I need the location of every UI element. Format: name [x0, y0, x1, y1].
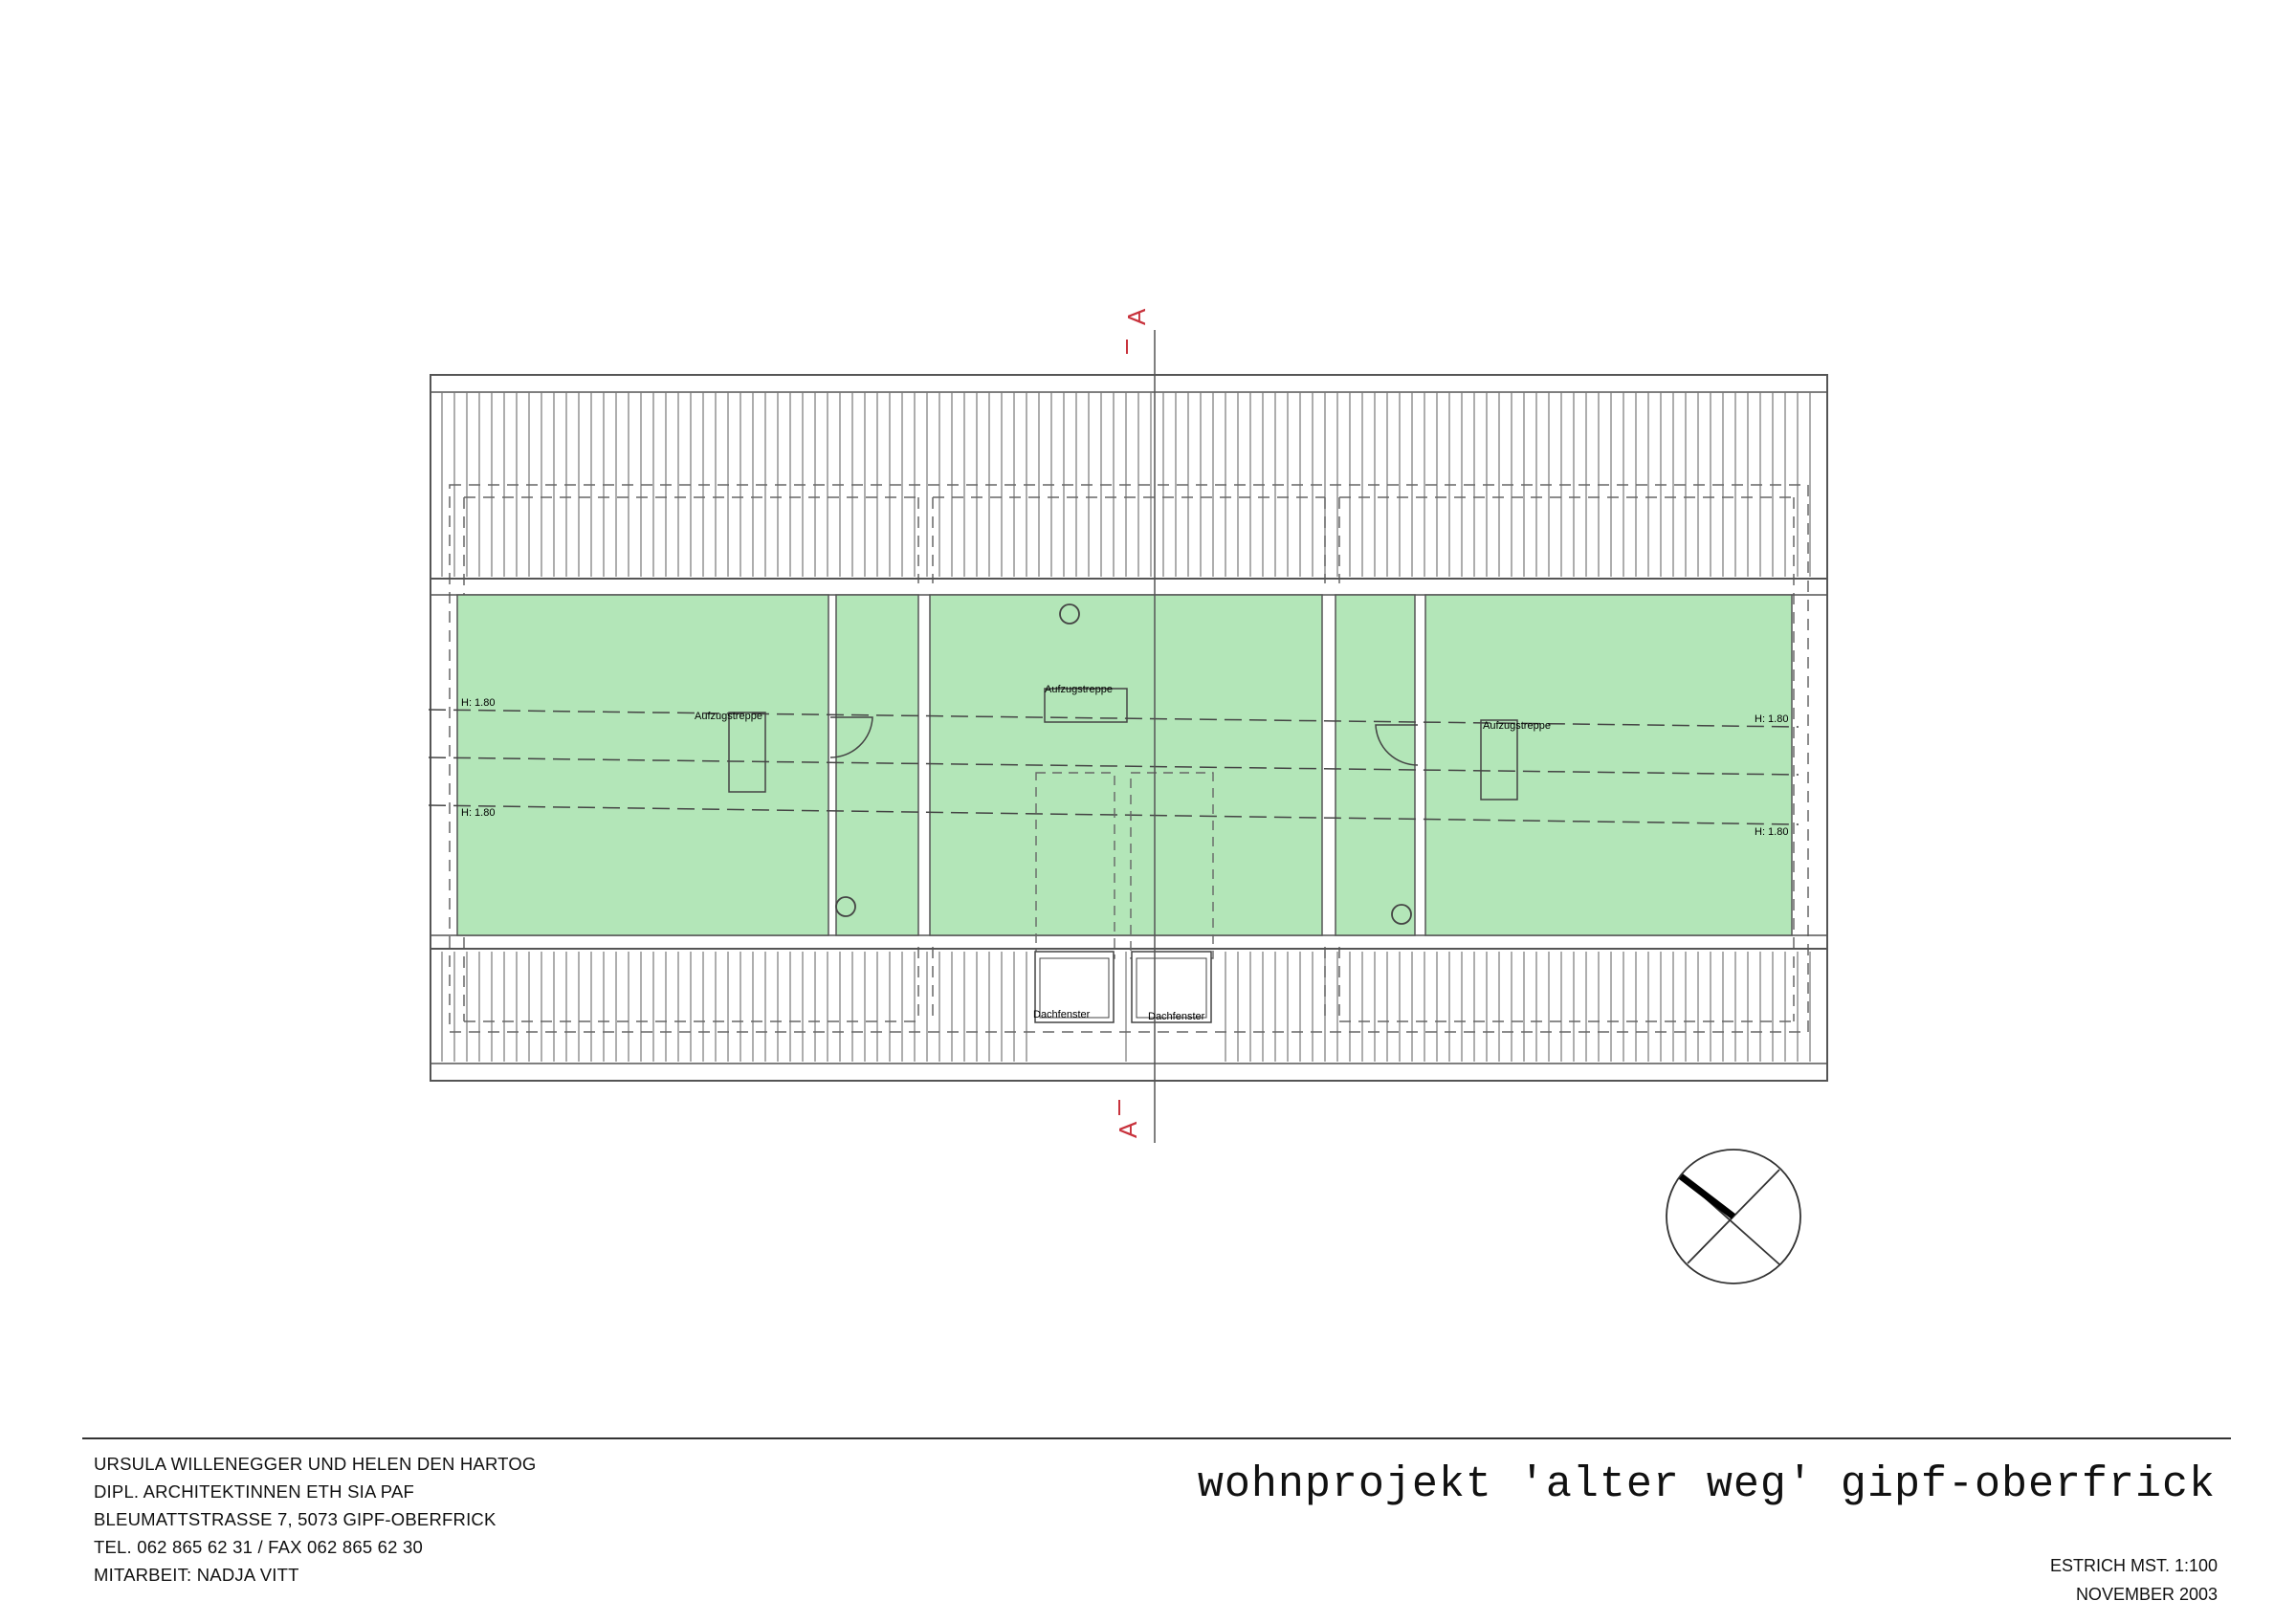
attic-floor-area [1335, 594, 1416, 936]
roof-window-label: Dachfenster [1148, 1011, 1205, 1022]
roof-window-label: Dachfenster [1033, 1009, 1091, 1020]
chimney-circle [835, 896, 856, 917]
attic-floor-area [929, 594, 1323, 936]
chimney-circle [1059, 603, 1080, 625]
door-swings [829, 716, 1419, 766]
height-label: H: 1.80 [461, 697, 495, 709]
sheet-info: ESTRICH MST. 1:100 NOVEMBER 2003 [2050, 1551, 2218, 1609]
architect-address: BLEUMATTSTRASSE 7, 5073 GIPF-OBERFRICK [94, 1509, 497, 1529]
stair-label: Aufzugstreppe [1045, 684, 1113, 695]
attic-floor-areas [456, 594, 1793, 936]
door-swing-left [829, 716, 873, 758]
roof-outline [430, 374, 1828, 1082]
roof-windows [1034, 951, 1212, 1023]
stair-opening-left [728, 712, 766, 793]
architect-phone: TEL. 062 865 62 31 / FAX 062 865 62 30 [94, 1537, 423, 1557]
attic-floor-area [456, 594, 829, 936]
architect-names: URSULA WILLENEGGER UND HELEN DEN HARTOG [94, 1454, 537, 1474]
project-title: wohnprojekt 'alter weg' gipf-oberfrick [1197, 1460, 2216, 1509]
architect-info: URSULA WILLENEGGER UND HELEN DEN HARTOG … [94, 1450, 537, 1589]
chimneys [835, 603, 1412, 925]
section-line-a: A A [1114, 308, 1156, 1143]
height-label: H: 1.80 [1755, 713, 1788, 725]
attic-floor-area [1424, 594, 1793, 936]
architect-collaborator: MITARBEIT: NADJA VITT [94, 1565, 299, 1585]
north-arrow-icon [1666, 1149, 1801, 1284]
title-block-rule [82, 1437, 2231, 1439]
chimney-circle [1391, 904, 1412, 925]
stair-label: Aufzugstreppe [695, 711, 762, 722]
stair-label: Aufzugstreppe [1483, 720, 1551, 732]
section-marker-bottom: A [1114, 1121, 1142, 1138]
door-swing-right [1375, 724, 1419, 766]
roof-window [1034, 951, 1115, 1023]
height-label: H: 1.80 [461, 807, 495, 819]
dashed-wall-outline [449, 484, 1809, 1033]
stair-opening-right [1480, 719, 1518, 801]
height-lines [428, 709, 1799, 825]
sheet-title: ESTRICH MST. 1:100 [2049, 1556, 2218, 1575]
sheet-date: NOVEMBER 2003 [2075, 1585, 2218, 1604]
stair-openings [728, 688, 1518, 801]
architect-qualification: DIPL. ARCHITEKTINNEN ETH SIA PAF [94, 1481, 415, 1502]
section-marker-top: A [1122, 308, 1151, 325]
roof-window [1131, 951, 1212, 1023]
rafters-bottom [441, 952, 1811, 1062]
height-label: H: 1.80 [1755, 826, 1788, 838]
stair-opening-center [1044, 688, 1128, 723]
attic-floor-area [835, 594, 919, 936]
